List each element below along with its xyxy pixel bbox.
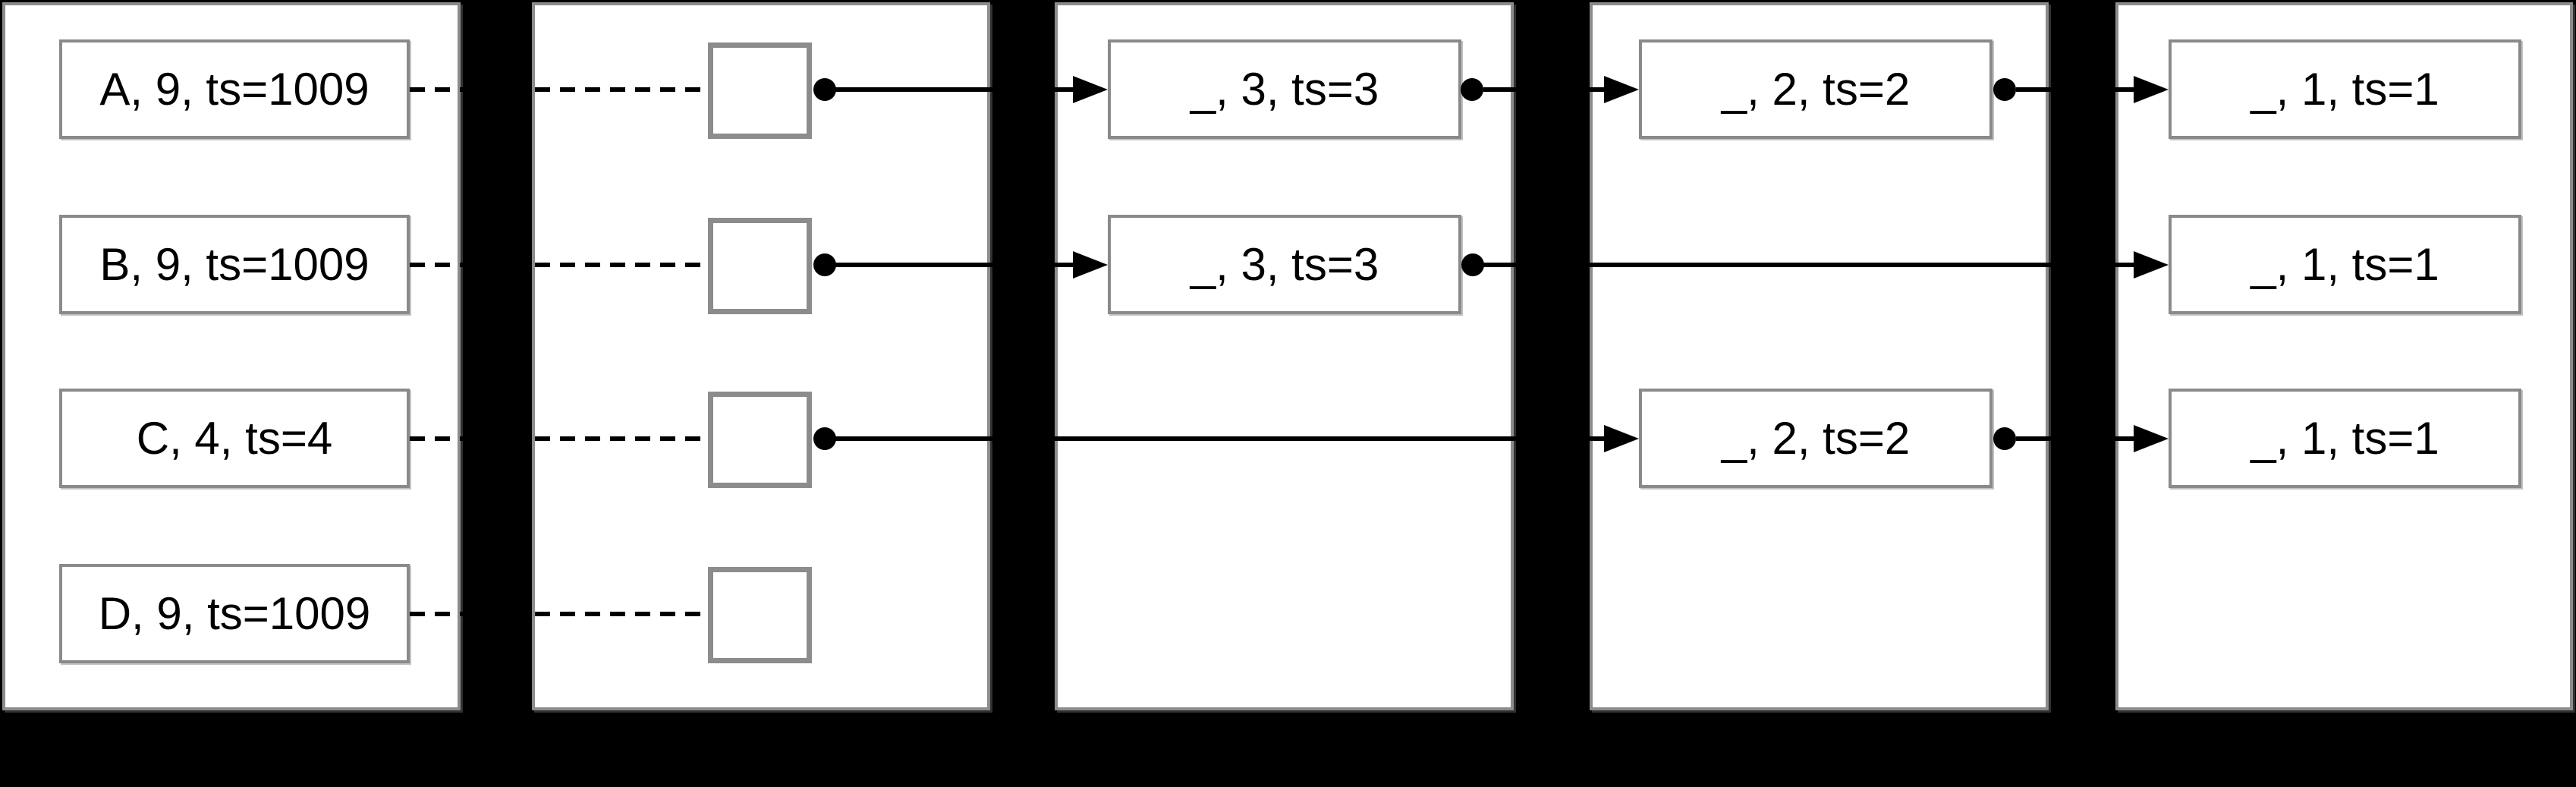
- record-box: _, 1, ts=1: [2169, 215, 2521, 314]
- pointer-cell: [708, 42, 812, 139]
- pointer-cell: [708, 392, 812, 488]
- pointer-cell: [708, 567, 812, 663]
- record-box: _, 1, ts=1: [2169, 39, 2521, 139]
- record-box: _, 2, ts=2: [1639, 389, 1993, 488]
- record-box: A, 9, ts=1009: [59, 39, 410, 139]
- record-box: C, 4, ts=4: [59, 389, 410, 488]
- record-box: _, 3, ts=3: [1108, 215, 1461, 314]
- record-box: _, 1, ts=1: [2169, 389, 2521, 488]
- record-box: _, 3, ts=3: [1108, 39, 1461, 139]
- record-box: _, 2, ts=2: [1639, 39, 1993, 139]
- record-box: D, 9, ts=1009: [59, 564, 410, 663]
- pointer-cell: [708, 218, 812, 314]
- record-box: B, 9, ts=1009: [59, 215, 410, 314]
